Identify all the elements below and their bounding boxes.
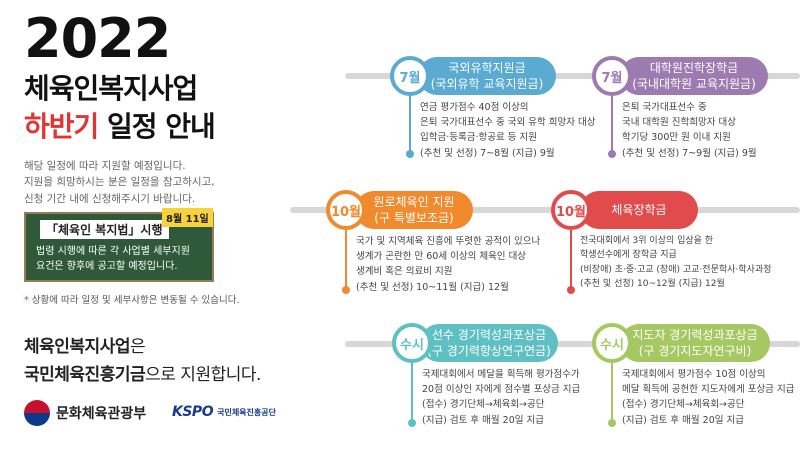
timeline-track-row-3 [345, 341, 800, 347]
law-notice-tag: 「체육인 복지법」시행 [40, 220, 169, 239]
card-subtitle: (구 경기력향상연구연금) [427, 344, 551, 359]
mcst-logo-text: 문화체육관광부 [56, 406, 147, 422]
card-month-badge: 10월 [551, 190, 591, 230]
card-line: (추천 및 선정) 7~9월 (지급) 9월 [622, 147, 757, 159]
law-notice-date: 8월 11일 [162, 208, 213, 227]
card-title: 국외유학지원금 [448, 61, 526, 75]
card-stem [611, 363, 613, 423]
subtitle-highlight: 하반기 [24, 110, 99, 143]
card-line: 전국대회에서 3위 이상의 입상을 한 [580, 236, 714, 246]
funding-line-1: 체육인복지사업은 [24, 332, 146, 357]
card-title: 체육장학금 [611, 203, 667, 217]
card-line: (접수) 경기단체→체육회→공단 [622, 399, 745, 411]
funding-line-2-rest: 으로 지원합니다. [145, 365, 261, 385]
card-line: 국가 및 지역체육 진흥에 뚜렷한 공적이 있으나 [356, 236, 541, 247]
card-month-badge: 7월 [390, 56, 430, 96]
caveat-body: 상황에 따라 일정 및 세부사항은 변동될 수 있습니다. [28, 295, 240, 306]
caveat-bullet: * [24, 295, 29, 306]
card-line: 은퇴 국가대표선수 중 [622, 102, 707, 113]
card-line: (추천 및 선정) 10~12월 (지급) 12월 [580, 279, 725, 290]
page-title: 체육인복지사업 [24, 72, 198, 105]
card-stem-dot [406, 150, 414, 158]
card-title: 원로체육인 지원 [373, 195, 455, 209]
card-stem [570, 230, 572, 290]
card-month-badge: 수시 [592, 323, 632, 363]
card-line: (지급) 검토 후 매월 20일 지급 [422, 414, 545, 426]
intro-line: 지원을 희망하시는 분은 일정을 참고하시고, [24, 176, 215, 189]
card-title: 선수 경기력성과포상금 [431, 328, 547, 342]
card-title: 대학원진학장학금 [649, 61, 739, 75]
card-title: 지도자 경기력성과포상금 [632, 328, 758, 342]
taeguk-icon [24, 400, 50, 426]
card-subtitle: (국외유학 교육지원금) [430, 77, 544, 92]
timeline-track-row-2 [290, 207, 800, 213]
card-line: 생계가 곤란한 만 60세 이상의 체육인 대상 [356, 251, 527, 263]
card-month-badge: 수시 [392, 323, 432, 363]
card-line: (지급) 검토 후 매월 20일 지급 [622, 414, 745, 426]
kspo-logo: KSPO 국민체육진흥공단 [172, 404, 276, 420]
intro-line: 해당 일정에 따라 지원할 예정입니다. [24, 160, 186, 172]
kspo-logo-mark: KSPO [172, 404, 214, 420]
card-stem [411, 363, 413, 423]
card-stem-dot [608, 150, 616, 158]
funding-line-1-rest: 은 [129, 337, 146, 357]
card-line: 학생선수에게 장학금 지급 [580, 250, 677, 261]
card-month-badge: 7월 [592, 56, 632, 96]
card-description: 국제대회에서 메달을 획득해 평가점수가 20점 이상인 자에게 점수별 포상금… [422, 367, 580, 428]
card-stem [409, 96, 411, 154]
card-description: 연금 평가점수 40점 이상의 은퇴 국가대표선수 중 국외 유학 희망자 대상… [420, 100, 595, 161]
card-stem-dot [408, 419, 416, 427]
law-notice-line: 법령 시행에 따른 각 사업별 세부지원 [36, 246, 190, 257]
card-line: (추천 및 선정) 7~8월 (지급) 9월 [420, 147, 555, 159]
card-line: 메달 획득에 공헌한 지도자에게 포상금 지급 [622, 384, 795, 396]
card-line: 연금 평가점수 40점 이상의 [420, 102, 529, 113]
card-line: 20점 이상인 자에게 점수별 포상금 지급 [422, 384, 581, 396]
card-description: 전국대회에서 3위 이상의 입상을 한 학생선수에게 장학금 지급 (비장애) … [580, 234, 771, 292]
card-banner: 대학원진학장학금 (국내대학원 교육지원금) [620, 57, 768, 95]
card-stem [345, 230, 347, 290]
mcst-logo: 문화체육관광부 [24, 400, 146, 426]
card-stem-dot [567, 286, 575, 294]
law-notice-body: 법령 시행에 따른 각 사업별 세부지원 요건은 향후에 공고할 예정입니다. [36, 244, 190, 274]
card-line: (비장애) 초·중·고교 (장애) 고교·전문학사·학사과정 [580, 264, 772, 275]
timeline-track-row-1 [345, 73, 800, 79]
card-line: 학기당 300만 원 이내 지원 [622, 132, 731, 144]
card-line: 생계비 혹은 의료비 지원 [356, 266, 453, 278]
card-line: 국내 대학원 진학희망자 대상 [622, 117, 736, 129]
law-notice-line: 요건은 향후에 공고할 예정입니다. [36, 261, 178, 272]
left-panel: 2022 체육인복지사업 하반기 일정 안내 해당 일정에 따라 지원할 예정입… [0, 0, 290, 450]
card-banner: 선수 경기력성과포상금 (구 경기력향상연구연금) [420, 324, 558, 362]
card-line: 국제대회에서 평가점수 10점 이상의 [622, 369, 766, 380]
subtitle-rest: 일정 안내 [98, 110, 216, 143]
card-description: 은퇴 국가대표선수 중 국내 대학원 진학희망자 대상 학기당 300만 원 이… [622, 100, 757, 161]
card-description: 국가 및 지역체육 진흥에 뚜렷한 공적이 있으나 생계가 곤란한 만 60세 … [356, 234, 540, 295]
card-line: 입학금·등록금·항공료 등 지원 [420, 132, 537, 144]
card-line: 은퇴 국가대표선수 중 국외 유학 희망자 대상 [420, 117, 596, 129]
card-month-badge: 10월 [326, 190, 366, 230]
card-line: (접수) 경기단체→체육회→공단 [422, 399, 545, 411]
card-banner: 국외유학지원금 (국외유학 교육지원금) [418, 57, 556, 95]
card-subtitle: (구 경기지도자연구비) [638, 344, 752, 359]
funding-program: 체육인복지사업 [24, 337, 130, 357]
card-line: 국제대회에서 메달을 획득해 평가점수가 [422, 369, 580, 380]
card-subtitle: (국내대학원 교육지원금) [632, 77, 756, 92]
card-banner: 지도자 경기력성과포상금 (구 경기지도자연구비) [620, 324, 770, 362]
page-subtitle: 하반기 일정 안내 [24, 110, 216, 143]
funding-line-2: 국민체육진흥기금으로 지원합니다. [24, 360, 261, 385]
kspo-logo-text: 국민체육진흥공단 [217, 407, 276, 417]
card-stem-dot [608, 419, 616, 427]
card-stem-dot [342, 286, 350, 294]
intro-line: 신청 기간 내에 신청해주시기 바랍니다. [24, 192, 196, 205]
card-stem [611, 96, 613, 154]
year-heading: 2022 [24, 7, 171, 70]
intro-text: 해당 일정에 따라 지원할 예정입니다. 지원을 희망하시는 분은 일정을 참고… [24, 158, 215, 207]
caveat-text: * 상황에 따라 일정 및 세부사항은 변동될 수 있습니다. [24, 292, 239, 306]
funding-source: 국민체육진흥기금 [24, 365, 146, 385]
card-description: 국제대회에서 평가점수 10점 이상의 메달 획득에 공헌한 지도자에게 포상금… [622, 367, 794, 428]
card-line: (추천 및 선정) 10~11월 (지급) 12월 [356, 281, 509, 293]
card-banner: 원로체육인 지원 (구 특별보조금) [355, 191, 473, 229]
card-subtitle: (구 특별보조금) [374, 211, 454, 226]
card-banner: 체육장학금 [580, 191, 698, 229]
